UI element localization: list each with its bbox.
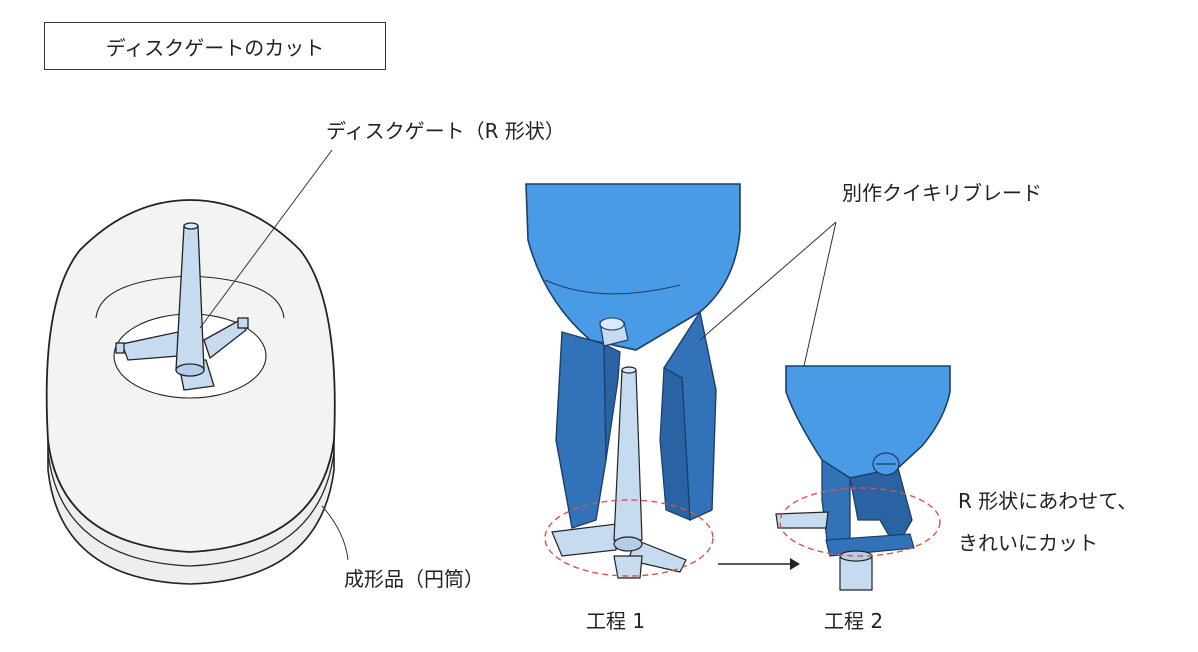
label-blade: 別作クイキリブレード	[842, 181, 1042, 205]
step1-disk-gate	[551, 366, 687, 579]
step2-cut-circle	[779, 487, 941, 557]
label-molded-part: 成形品（円筒）	[344, 567, 484, 591]
step1-blade-tool	[525, 183, 741, 529]
note-line1: R 形状にあわせて、	[958, 489, 1138, 513]
note-line2: きれいにカット	[958, 531, 1098, 555]
diagram-title: ディスクゲートのカット	[44, 22, 386, 70]
process-arrow	[718, 558, 800, 570]
label-step1: 工程 1	[586, 609, 646, 633]
disk-gate-on-part	[115, 222, 249, 391]
label-disk-gate: ディスクゲート（R 形状）	[326, 119, 565, 143]
step2-disk-gate	[775, 511, 873, 591]
leader-lines	[199, 149, 837, 561]
step1-cut-circle	[544, 499, 714, 577]
label-step2: 工程 2	[824, 609, 884, 633]
